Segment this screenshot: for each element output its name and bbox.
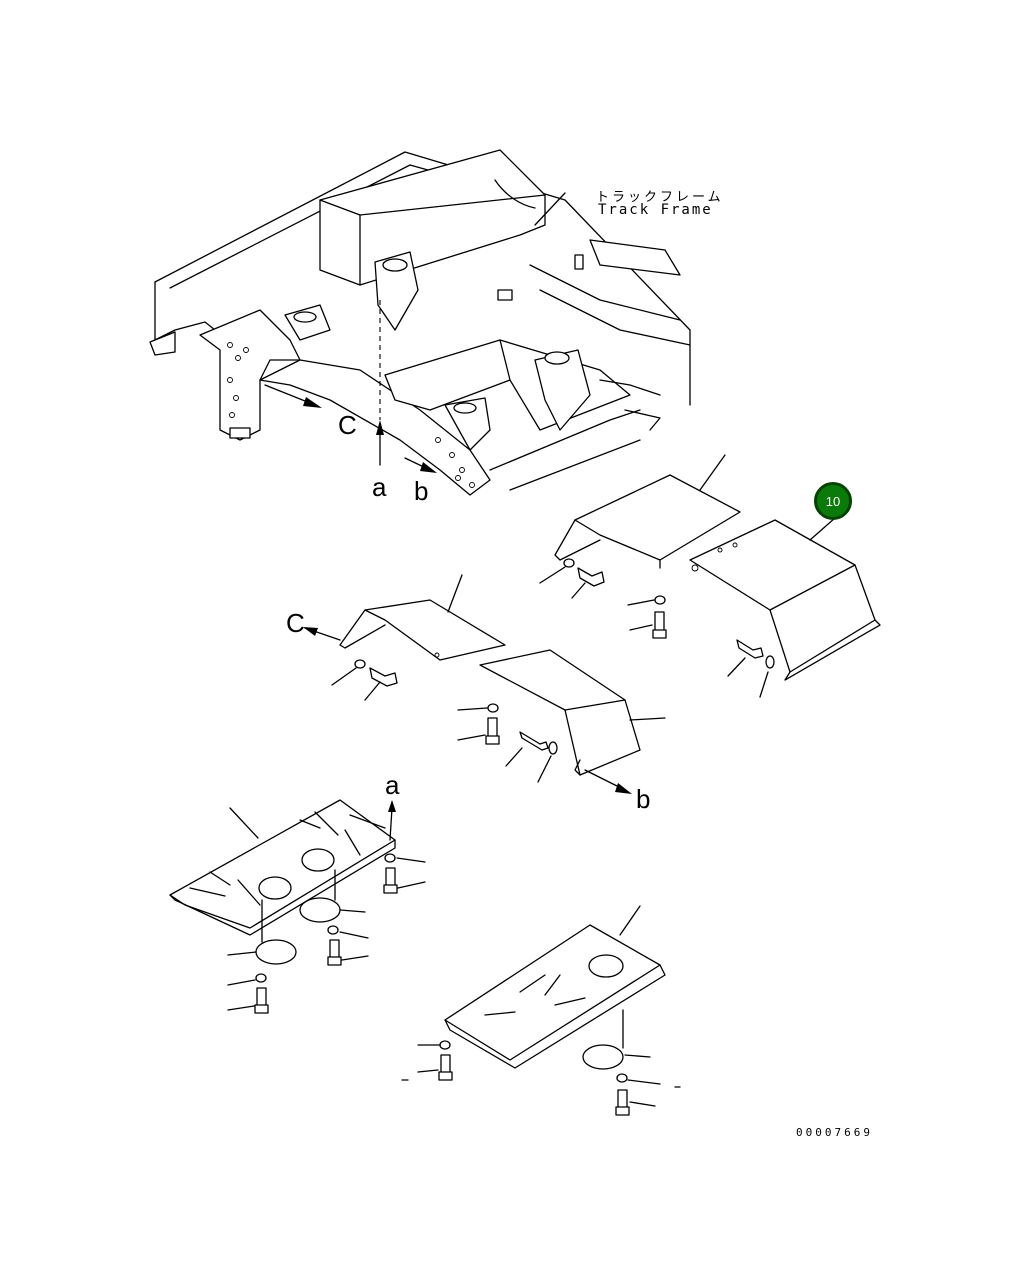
cover-upper-right [539, 454, 881, 698]
part-callout-10[interactable]: 10 [814, 482, 852, 520]
view-letter-b-mid: b [636, 784, 651, 814]
under-cover-left [169, 799, 426, 1014]
cover-middle [303, 574, 666, 794]
track-frame-label-japanese: トラックフレーム [596, 190, 724, 205]
under-cover-right [401, 905, 681, 1116]
view-letter-c-mid: C [286, 608, 305, 638]
view-letter-b-top: b [414, 476, 429, 506]
drawing-number: 00007669 [796, 1126, 873, 1139]
view-letter-a-top: a [372, 472, 387, 502]
track-frame [149, 149, 691, 496]
view-letter-c-top: C [338, 410, 357, 440]
view-letter-a-low: a [385, 770, 400, 800]
track-frame-label-english: Track Frame [598, 202, 713, 218]
